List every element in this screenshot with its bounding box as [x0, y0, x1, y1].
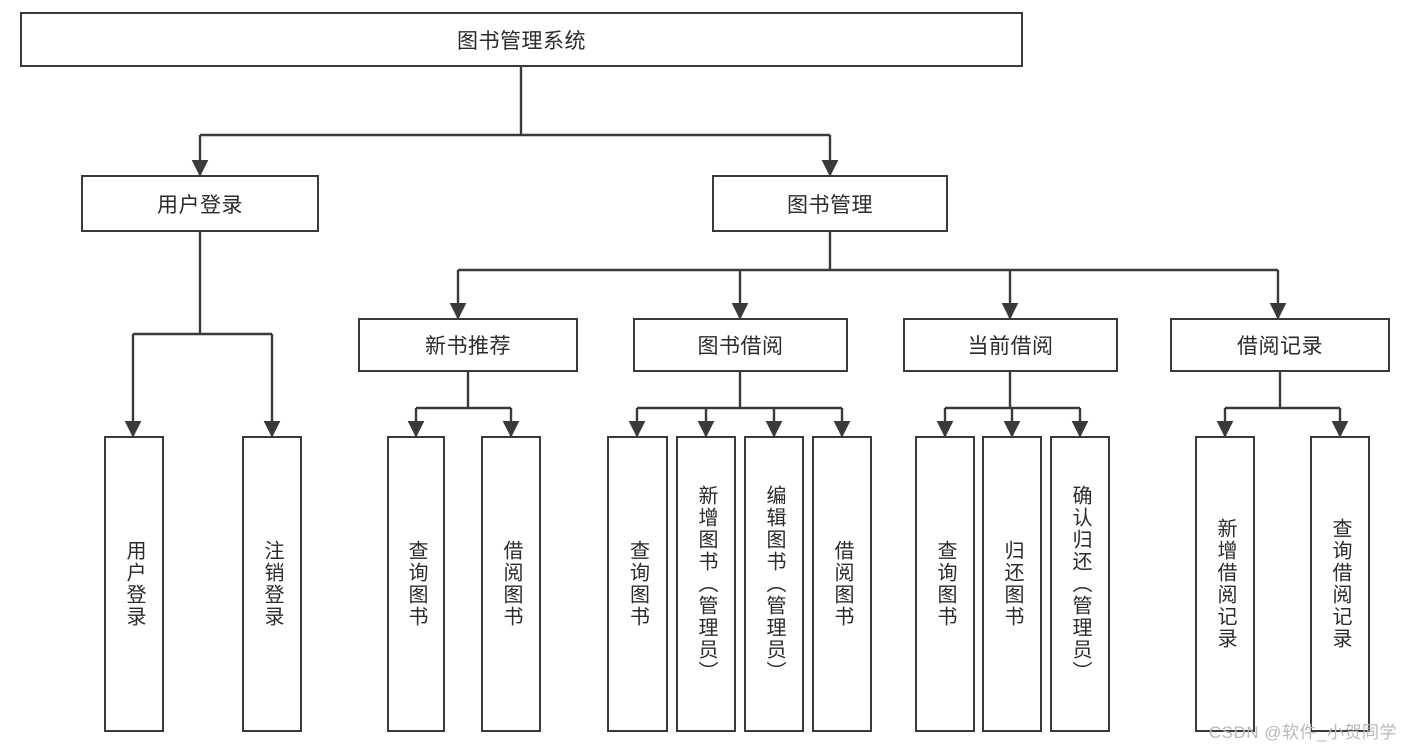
- node-label: 当前借阅: [967, 335, 1054, 358]
- node-bookmgmt[interactable]: 图书管理: [712, 175, 948, 232]
- node-label: 查询图书: [626, 540, 649, 628]
- node-l7[interactable]: 编辑图书（管理员）: [744, 436, 804, 732]
- node-label: 用户登录: [123, 540, 145, 628]
- node-l9[interactable]: 查询图书: [915, 436, 975, 732]
- node-label: 借阅记录: [1237, 335, 1323, 358]
- node-label: 新增图书（管理员）: [695, 485, 717, 683]
- node-label: 借阅图书: [500, 540, 522, 628]
- node-l13[interactable]: 查询借阅记录: [1310, 436, 1370, 732]
- node-newrec[interactable]: 新书推荐: [358, 318, 578, 372]
- watermark: CSDN @软件_小贺同学: [1208, 723, 1397, 742]
- node-label: 注销登录: [261, 540, 283, 628]
- node-label: 查询图书: [405, 540, 427, 628]
- node-l1[interactable]: 用户登录: [104, 436, 164, 732]
- node-l5[interactable]: 查询图书: [607, 436, 668, 732]
- node-label: 编辑图书（管理员）: [763, 485, 785, 683]
- node-l6[interactable]: 新增图书（管理员）: [676, 436, 736, 732]
- node-label: 新增借阅记录: [1214, 518, 1236, 650]
- node-root[interactable]: 图书管理系统: [20, 12, 1023, 67]
- node-label: 新书推荐: [425, 335, 511, 358]
- node-label: 归还图书: [1001, 540, 1023, 628]
- node-label: 图书管理: [787, 193, 873, 217]
- node-l8[interactable]: 借阅图书: [812, 436, 872, 732]
- node-l12[interactable]: 新增借阅记录: [1195, 436, 1255, 732]
- node-label: 图书借阅: [697, 335, 784, 358]
- node-l11[interactable]: 确认归还（管理员）: [1050, 436, 1110, 732]
- node-label: 确认归还（管理员）: [1069, 485, 1091, 683]
- node-l4[interactable]: 借阅图书: [481, 436, 541, 732]
- node-l3[interactable]: 查询图书: [387, 436, 445, 732]
- node-label: 查询借阅记录: [1329, 518, 1351, 650]
- node-label: 查询图书: [934, 540, 956, 628]
- node-borrow[interactable]: 图书借阅: [633, 318, 848, 372]
- node-label: 图书管理系统: [457, 29, 586, 53]
- node-label: 借阅图书: [831, 540, 853, 628]
- node-records[interactable]: 借阅记录: [1170, 318, 1390, 372]
- node-l10[interactable]: 归还图书: [982, 436, 1042, 732]
- node-label: 用户登录: [157, 193, 243, 217]
- node-l2[interactable]: 注销登录: [242, 436, 302, 732]
- node-current[interactable]: 当前借阅: [903, 318, 1118, 372]
- node-login[interactable]: 用户登录: [81, 175, 319, 232]
